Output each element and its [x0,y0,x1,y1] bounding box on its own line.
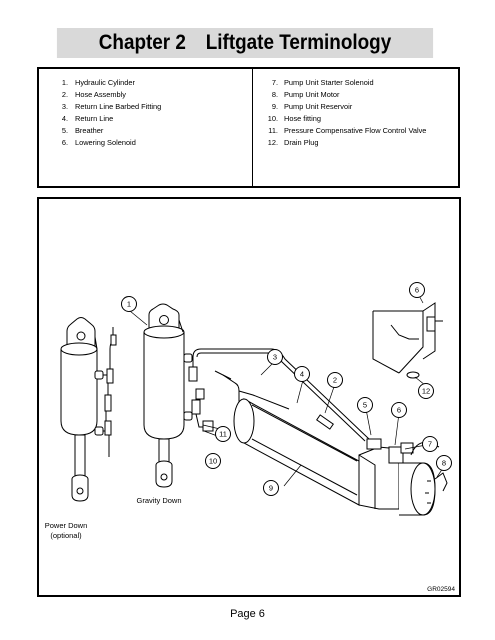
legend-item: 12.Drain Plug [267,138,319,147]
legend-item: 2.Hose Assembly [61,90,126,99]
pump-unit [233,398,448,516]
page-number: Page 6 [230,608,265,620]
callout-3 [267,349,283,365]
gravity-down-caption: Gravity Down [136,496,182,505]
legend-item: 8.Pump Unit Motor [271,90,340,99]
parts-legend: 1.Hydraulic Cylinder 2.Hose Assembly 3.R… [37,67,460,188]
power-down-caption: Power Down (optional) [44,521,88,540]
svg-text:12: 12 [422,387,430,396]
power-down-cylinder [60,317,117,502]
legend-item: 11.Pressure Compensative Flow Control Va… [268,126,427,135]
callout-12 [418,383,434,399]
callout-11 [215,426,231,442]
svg-text:3: 3 [273,353,277,362]
legend-column-left: 1.Hydraulic Cylinder 2.Hose Assembly 3.R… [39,69,253,186]
legend-item: 3.Return Line Barbed Fitting [61,102,162,111]
callout-numbers: 1 2 3 4 5 6 6 7 8 9 10 11 12 [127,286,446,493]
legend-item: 9.Pump Unit Reservoir [271,102,353,111]
callout-2 [327,372,343,388]
svg-text:1: 1 [127,300,131,309]
chapter-title: Chapter 2 Liftgate Terminology [56,28,434,58]
legend-item: 5.Breather [61,126,104,135]
drawing-number: GR02594 [427,586,455,593]
callout-8 [436,455,452,471]
chapter-name: Liftgate Terminology [205,31,392,54]
svg-text:7: 7 [428,440,432,449]
callout-5 [357,397,373,413]
svg-text:11: 11 [219,430,227,439]
callout-9 [263,480,279,496]
svg-text:8: 8 [442,459,446,468]
lowering-solenoid-detail [372,302,443,379]
gravity-down-cylinder [143,303,214,488]
legend-item: 4.Return Line [61,114,114,123]
legend-item: 7.Pump Unit Starter Solenoid [271,78,374,87]
svg-text:10: 10 [209,457,217,466]
chapter-number: Chapter 2 [98,31,186,54]
callout-6 [409,282,425,298]
callout-10 [205,453,221,469]
liftgate-diagram: 1 2 3 4 5 6 6 7 8 9 10 11 12 Power Down … [37,197,461,597]
callout-4 [294,366,310,382]
svg-text:4: 4 [300,370,304,379]
svg-text:6: 6 [397,406,401,415]
callout-7 [422,436,438,452]
svg-text:9: 9 [269,484,273,493]
callout-circles [121,282,452,496]
callout-6 [391,402,407,418]
hydraulic-system-illustration: 1 2 3 4 5 6 6 7 8 9 10 11 12 [60,282,452,516]
legend-item: 6.Lowering Solenoid [61,138,136,147]
svg-text:5: 5 [363,401,367,410]
legend-item: 10.Hose fitting [267,114,321,123]
svg-text:6: 6 [415,286,419,295]
callout-1 [121,296,137,312]
svg-text:2: 2 [333,376,337,385]
legend-column-right: 7.Pump Unit Starter Solenoid 8.Pump Unit… [253,69,458,186]
legend-item: 1.Hydraulic Cylinder [61,78,135,87]
